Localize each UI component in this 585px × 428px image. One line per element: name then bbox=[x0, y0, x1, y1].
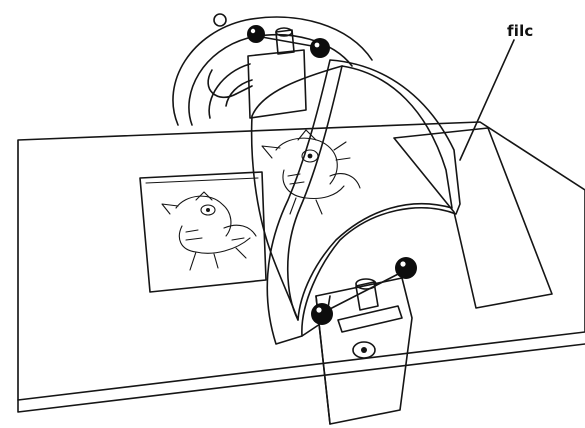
front-roller-housing bbox=[316, 270, 412, 424]
cat-print-on-paper bbox=[262, 130, 360, 214]
press-wheel bbox=[173, 14, 372, 125]
knob-front-right[interactable] bbox=[395, 257, 417, 279]
knob-back-left[interactable] bbox=[247, 25, 265, 43]
knob-back-right[interactable] bbox=[310, 38, 330, 58]
printing-plate bbox=[140, 172, 266, 292]
felt-label: filc bbox=[507, 22, 534, 40]
felt-leader-line bbox=[460, 40, 514, 160]
knob-front-left[interactable] bbox=[311, 303, 333, 325]
cat-print-on-plate bbox=[162, 192, 256, 270]
